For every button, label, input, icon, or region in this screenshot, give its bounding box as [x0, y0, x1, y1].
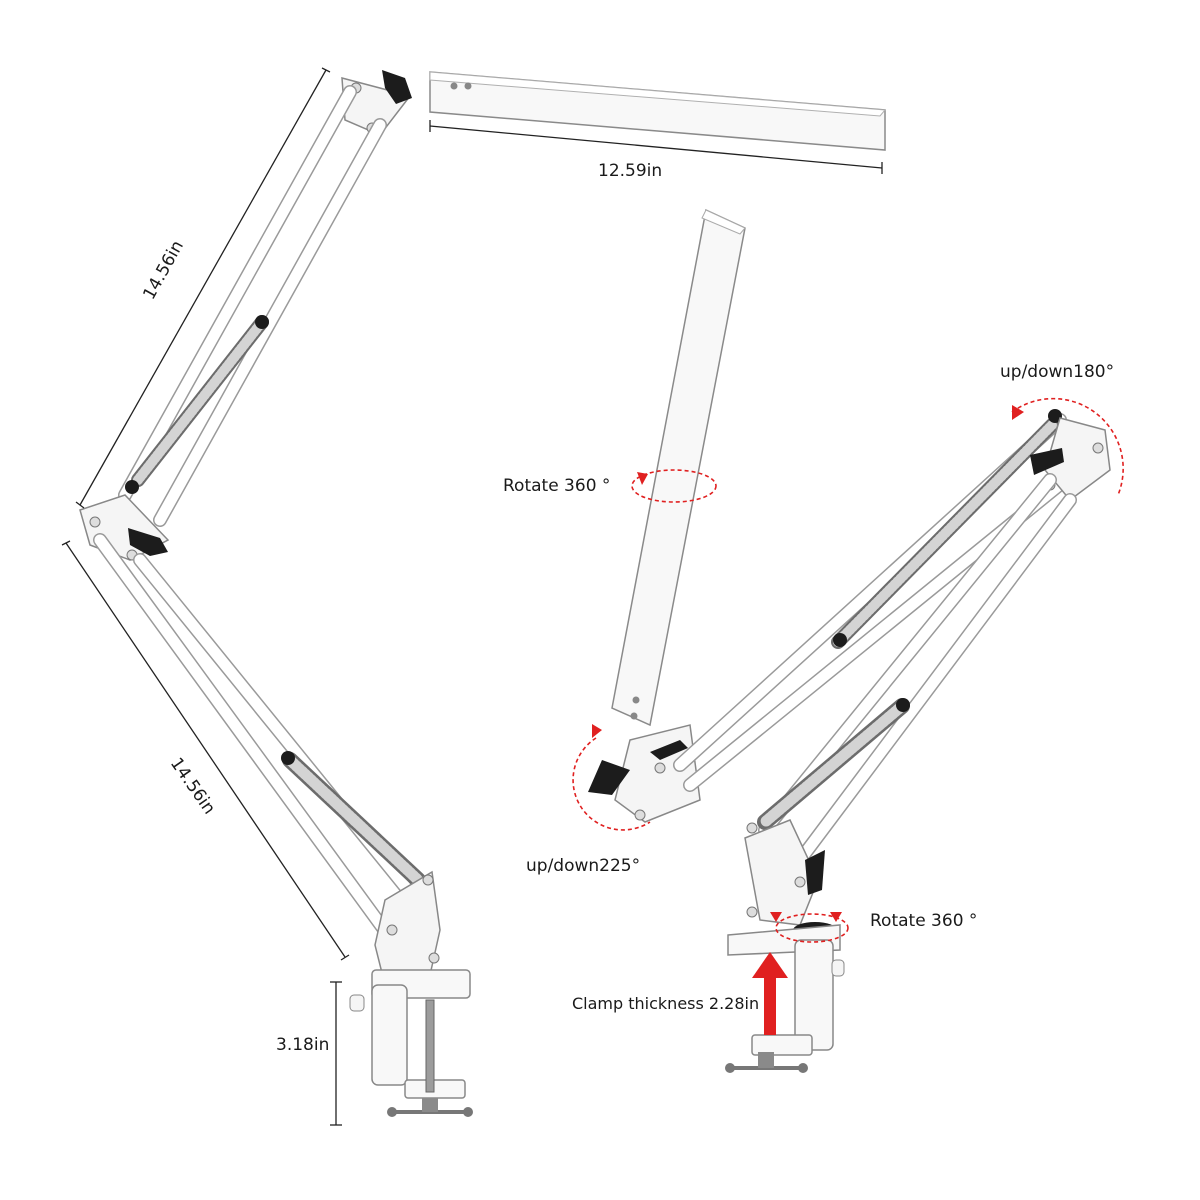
- clamp-left: [349, 969, 473, 1117]
- knob-icon[interactable]: [588, 760, 630, 795]
- rotate-base-arc: [775, 913, 849, 943]
- clamp-right: [725, 922, 845, 1073]
- lamp-head-left: [429, 71, 886, 151]
- knob-icon[interactable]: [382, 70, 412, 104]
- head-rotate-label: Rotate 360 °: [503, 476, 611, 496]
- elbow-updown-label: up/down180°: [1000, 362, 1115, 382]
- clamp-height-label: 3.18in: [276, 1035, 330, 1055]
- head-length-label: 12.59in: [598, 161, 663, 181]
- base-joint-left: [374, 870, 441, 986]
- clamp-thickness-arrow: [752, 952, 788, 1035]
- left-lamp: [79, 70, 886, 1117]
- base-joint-right: [744, 819, 825, 926]
- head-joint-right: [588, 724, 701, 823]
- knob-icon[interactable]: [1030, 448, 1064, 475]
- updown180-arc: [1011, 397, 1124, 496]
- arrow-icon: [770, 912, 782, 922]
- arrow-icon: [1012, 405, 1024, 420]
- arrow-icon: [637, 472, 648, 485]
- knob-icon[interactable]: [128, 528, 168, 556]
- clamp-thickness-label: Clamp thickness 2.28in: [572, 994, 760, 1013]
- updown225-arc: [572, 737, 651, 831]
- arrow-icon: [592, 724, 602, 738]
- arrow-icon: [830, 912, 842, 922]
- base-rotate-label: Rotate 360 °: [870, 911, 978, 931]
- dimension-lines-left: [61, 67, 883, 1126]
- rotate-head-arc: [631, 469, 717, 503]
- lamp-head-right: [611, 208, 746, 727]
- rotation-arrowheads: [592, 405, 1024, 922]
- elbow-joint-left: [79, 494, 170, 561]
- rotation-indicators: [572, 397, 1124, 943]
- head-updown-label: up/down225°: [526, 856, 641, 876]
- right-lamp: [588, 208, 1111, 1073]
